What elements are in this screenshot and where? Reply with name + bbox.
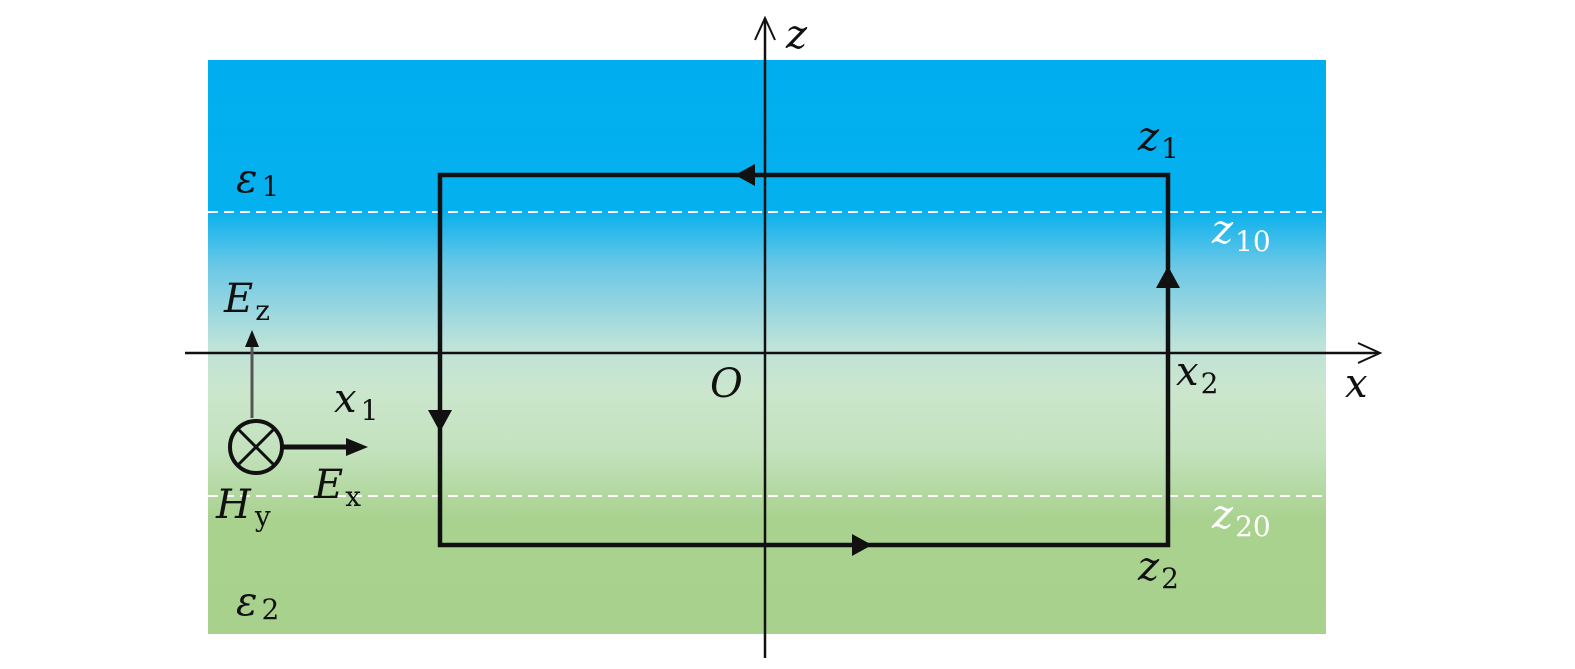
z1-label: z1 [1137, 114, 1179, 165]
ez-arrow-icon [245, 330, 259, 347]
z2-label: z2 [1137, 544, 1179, 595]
loop-arrow-down-icon [428, 410, 452, 432]
origin-label: O [710, 361, 743, 407]
x-axis-label: x [1345, 361, 1368, 407]
ex-arrow-icon [346, 438, 368, 456]
loop-arrow-right-icon [852, 534, 872, 556]
media-background [208, 60, 1326, 634]
z-axis-arrow-icon [754, 15, 776, 41]
x-axis-arrow-icon [1357, 342, 1383, 364]
ex-label: Ex [313, 462, 361, 513]
z10-label: z10 [1211, 207, 1271, 258]
ez-label: Ez [223, 276, 270, 327]
integration-loop [437, 172, 1171, 548]
loop-arrow-up-icon [1156, 266, 1180, 288]
x2-label: x2 [1176, 349, 1218, 400]
z-axis-label: z [785, 12, 808, 58]
z20-label: z20 [1211, 492, 1271, 543]
loop-arrow-left-icon [735, 164, 755, 186]
hy-cross-2 [236, 427, 276, 467]
